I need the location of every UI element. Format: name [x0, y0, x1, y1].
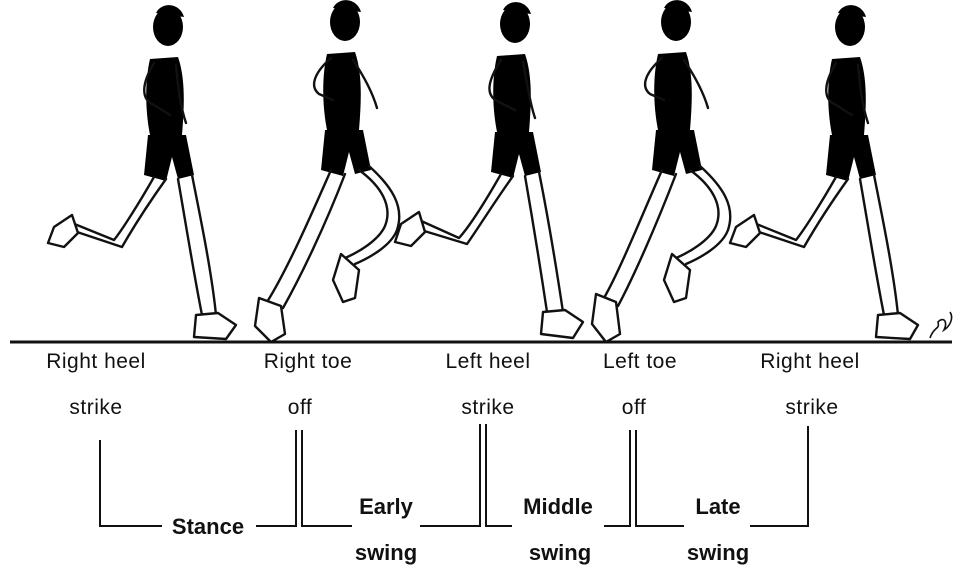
gait-phases: Stance Early swing Middle swing Late swi… [172, 494, 749, 565]
event-right-toe-off: Right toe off [264, 350, 353, 419]
event-label-line1: Right heel [760, 350, 860, 373]
event-left-toe-off: Left toe off [603, 350, 677, 419]
runner-figure-5 [730, 5, 918, 339]
event-left-heel-strike: Left heel strike [445, 350, 530, 419]
event-label-line2: off [622, 396, 646, 419]
event-label-line2: strike [461, 396, 514, 419]
early-swing-bracket-right [420, 424, 480, 526]
event-label-line1: Right toe [264, 350, 353, 373]
event-label-line2: strike [785, 396, 838, 419]
phase-middle-swing-label: swing [529, 540, 591, 565]
phase-middle-label: Middle [523, 494, 593, 519]
event-label-line1: Left heel [445, 350, 530, 373]
artist-signature [930, 312, 952, 338]
phase-early-label: Early [359, 494, 414, 519]
phase-stance-label: Stance [172, 514, 244, 539]
middle-swing-bracket-right [604, 430, 630, 526]
middle-swing-bracket-left [486, 424, 512, 526]
event-right-heel-strike-2: Right heel strike [760, 350, 860, 419]
phase-early-swing-label: swing [355, 540, 417, 565]
stance-bracket [100, 440, 162, 526]
event-right-heel-strike-1: Right heel strike [46, 350, 146, 419]
runner-figure-1 [48, 5, 236, 339]
phase-late-swing-label: swing [687, 540, 749, 565]
event-label-line2: strike [69, 396, 122, 419]
stance-bracket-right [256, 430, 296, 526]
event-label-line1: Left toe [603, 350, 677, 373]
late-swing-bracket-left [636, 430, 684, 526]
runner-figure-2 [255, 0, 399, 342]
gait-events: Right heel strike Right toe off Left hee… [46, 350, 860, 419]
runner-figure-4 [592, 0, 730, 342]
event-label-line2: off [288, 396, 312, 419]
event-label-line1: Right heel [46, 350, 146, 373]
runner-figure-3 [395, 2, 583, 338]
early-swing-bracket-left [302, 430, 352, 526]
phase-late-label: Late [695, 494, 740, 519]
late-swing-bracket-right [750, 426, 808, 526]
